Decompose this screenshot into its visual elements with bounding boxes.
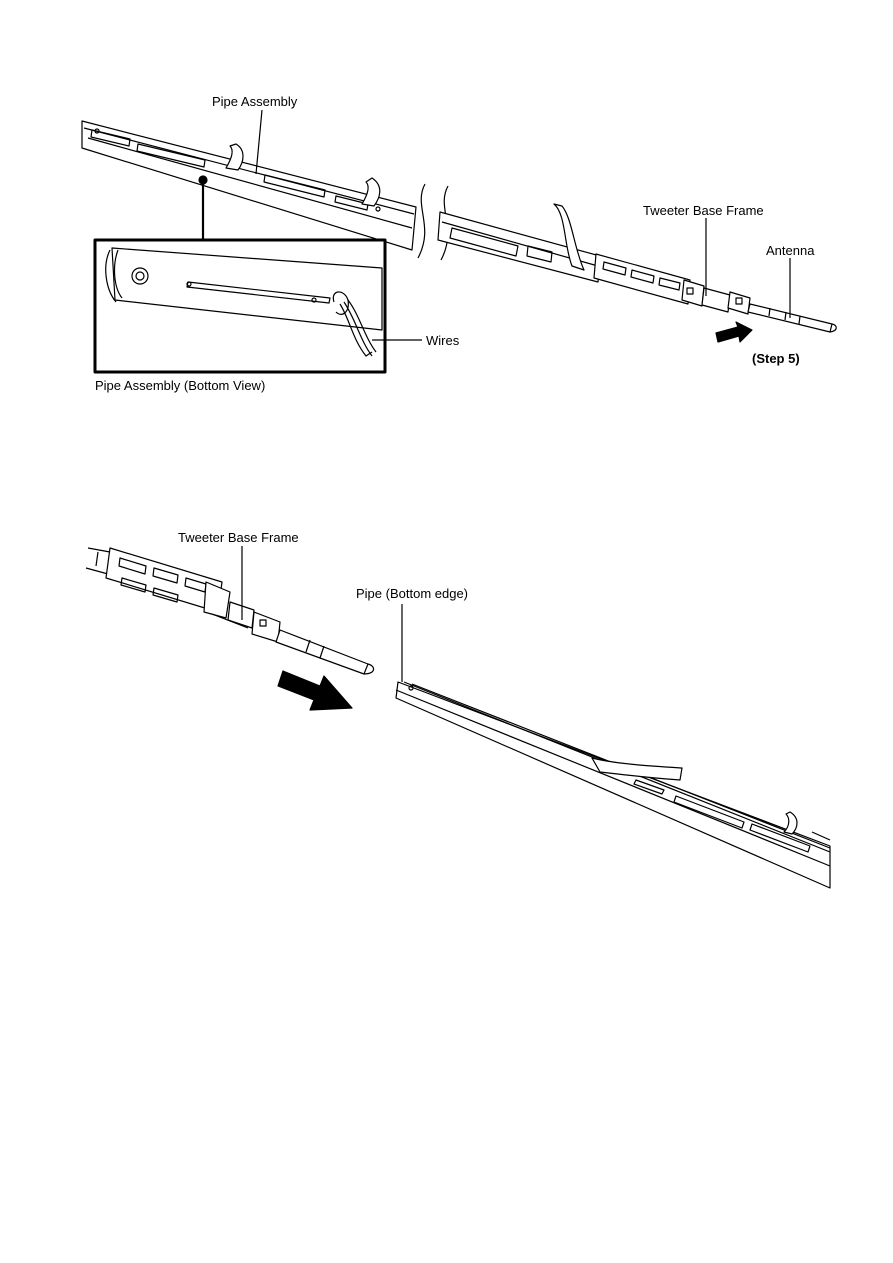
label-pipe-assembly: Pipe Assembly: [212, 94, 298, 109]
tweeter-base-frame-shape-2: [85, 547, 281, 643]
pipe-assembly-shape: [81, 120, 417, 251]
label-wires: Wires: [426, 333, 460, 348]
break-mark-left: [417, 183, 426, 259]
antenna-shape-2: [275, 629, 375, 675]
tweeter-base-frame-shape-1: [593, 253, 751, 315]
antenna-shape: [747, 303, 837, 333]
leader-pipe-assembly: [255, 109, 263, 175]
pipe-bottom-edge-shape: [395, 681, 831, 889]
pipe-assembly-right-shape: [437, 203, 601, 283]
label-tweeter-base-frame-1: Tweeter Base Frame: [643, 203, 764, 218]
label-tweeter-base-frame-2: Tweeter Base Frame: [178, 530, 299, 545]
step-arrow: [715, 321, 753, 343]
insert-arrow: [277, 670, 353, 711]
label-step-5: (Step 5): [752, 351, 800, 366]
label-antenna: Antenna: [766, 243, 815, 258]
inset-bottom-view: [105, 247, 383, 357]
inset-caption: Pipe Assembly (Bottom View): [95, 378, 266, 393]
label-pipe-bottom-edge: Pipe (Bottom edge): [356, 586, 469, 601]
